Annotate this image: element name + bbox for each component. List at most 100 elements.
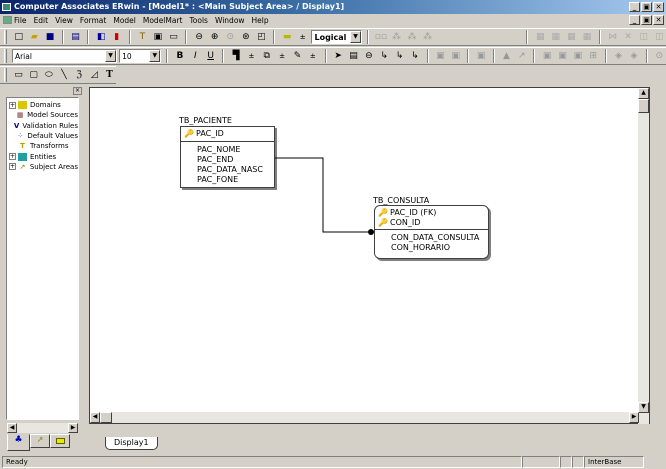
display-level-icon[interactable]: ▬ — [282, 32, 292, 42]
mm-icon[interactable]: ◈ — [615, 51, 623, 61]
polyline-tool-icon[interactable]: ℨ — [76, 70, 82, 80]
new-icon[interactable]: □ — [14, 32, 24, 42]
minimize-button[interactable]: _ — [629, 2, 640, 12]
tree-item-domains[interactable]: +Domains — [9, 101, 61, 110]
identifying-relationship-icon[interactable]: ↳ — [380, 51, 389, 61]
color-icon[interactable]: ▮ — [114, 32, 120, 42]
mm-save-icon[interactable]: ▦ — [551, 32, 561, 42]
font-color-icon[interactable]: ▜ — [232, 51, 240, 61]
scroll-down-button[interactable]: ▼ — [638, 402, 649, 413]
close-button[interactable]: ✕ — [653, 2, 664, 12]
scroll-left-button[interactable]: ◀ — [7, 423, 17, 433]
toolbar-grip[interactable] — [4, 30, 7, 44]
mm-tool-icon[interactable]: ✕ — [624, 32, 632, 42]
definition-display-icon[interactable]: ▭ — [169, 32, 178, 42]
canvas-horizontal-scrollbar[interactable]: ◀ ▶ — [90, 412, 639, 423]
scroll-right-button[interactable]: ▶ — [629, 412, 639, 423]
dropdown-arrow-icon[interactable]: ± — [279, 52, 286, 60]
select-pointer-icon[interactable]: ➤ — [334, 51, 342, 61]
mm-icon[interactable]: ▣ — [436, 51, 445, 61]
underline-button[interactable]: U — [207, 51, 214, 61]
menu-model[interactable]: Model — [113, 16, 136, 25]
tree-item-entities[interactable]: +Entities — [9, 152, 57, 161]
mm-icon[interactable]: ▣ — [451, 51, 460, 61]
zoom-normal-icon[interactable]: ⊙ — [226, 32, 235, 42]
mm-icon[interactable]: ▣ — [542, 51, 552, 61]
dropdown-arrow-icon[interactable]: ± — [309, 52, 316, 60]
key-attribute[interactable]: 🔑CON_ID — [378, 218, 421, 227]
toolbar-grip[interactable] — [4, 68, 7, 82]
dropdown-arrow-icon[interactable]: ± — [299, 33, 306, 41]
attribute[interactable]: PAC_NOME — [197, 145, 241, 154]
menu-format[interactable]: Format — [79, 16, 107, 25]
zoom-fit-icon[interactable]: ⊛ — [242, 32, 250, 42]
canvas-vertical-scrollbar[interactable]: ▲ ▼ — [638, 88, 649, 424]
menu-file[interactable]: File — [14, 16, 27, 25]
tree-item-default-values[interactable]: ⁘Default Values — [17, 132, 78, 141]
menu-help[interactable]: Help — [251, 16, 269, 25]
mm-check-icon[interactable]: ▦ — [567, 32, 576, 42]
attribute[interactable]: CON_DATA_CONSULTA — [391, 233, 480, 242]
bold-button[interactable]: B — [176, 51, 184, 61]
print-icon[interactable]: ▤ — [71, 32, 80, 42]
non-identifying-relationship-icon[interactable]: ↳ — [411, 51, 419, 61]
line-color-icon[interactable]: ✎ — [293, 51, 302, 61]
scroll-left-button[interactable]: ◀ — [90, 412, 100, 423]
mm-icon[interactable]: ◈ — [630, 51, 638, 61]
attribute[interactable]: PAC_END — [197, 155, 234, 164]
line-tool-icon[interactable]: ╲ — [61, 70, 67, 80]
key-attribute[interactable]: 🔑PAC_ID — [184, 129, 224, 138]
mm-tool-icon[interactable]: ⋈ — [608, 32, 618, 42]
tree-horizontal-scrollbar[interactable]: ◀ ▶ — [7, 423, 78, 433]
entity-tb-paciente[interactable]: 🔑PAC_ID PAC_NOME PAC_END PAC_DATA_NASC P… — [180, 126, 275, 188]
report-icon[interactable]: ◧ — [96, 32, 106, 42]
scroll-right-button[interactable]: ▶ — [68, 423, 78, 433]
mm-merge-icon[interactable]: ▦ — [582, 32, 592, 42]
relationship-line[interactable] — [90, 88, 651, 425]
diagram-canvas[interactable]: TB_PACIENTE 🔑PAC_ID PAC_NOME PAC_END PAC… — [89, 87, 650, 424]
tab-model-icon[interactable]: ♣ — [7, 434, 30, 451]
expand-icon[interactable]: + — [9, 153, 16, 161]
expand-icon[interactable]: + — [9, 163, 16, 171]
polygon-tool-icon[interactable]: ◿ — [90, 70, 98, 80]
model-compare-icon[interactable]: ⁂ — [407, 32, 417, 42]
model-merge-icon[interactable]: ⁂ — [391, 32, 401, 42]
mm-icon[interactable]: ▲ — [502, 51, 510, 61]
entity-tool-icon[interactable]: ▤ — [349, 51, 358, 61]
save-icon[interactable]: ■ — [45, 32, 55, 42]
doc-minimize-button[interactable]: _ — [629, 15, 640, 25]
scroll-thumb[interactable] — [638, 99, 649, 113]
attribute[interactable]: PAC_DATA_NASC — [197, 165, 263, 174]
menu-edit[interactable]: Edit — [33, 16, 49, 25]
relationship-icon[interactable]: ▫▫ — [374, 32, 387, 42]
menu-modelmart[interactable]: ModelMart — [142, 16, 183, 25]
dropdown-arrow-icon[interactable]: ± — [248, 52, 255, 60]
zoom-in-icon[interactable]: ⊕ — [210, 32, 219, 42]
chevron-down-icon[interactable]: ▼ — [149, 50, 161, 62]
panel-close-button[interactable]: × — [73, 87, 82, 95]
mm-icon[interactable]: ⊞ — [589, 51, 597, 61]
entity-tb-consulta[interactable]: 🔑PAC_ID (FK) 🔑CON_ID CON_DATA_CONSULTA C… — [374, 205, 489, 259]
mm-open-icon[interactable]: ▦ — [535, 32, 545, 42]
font-size-select[interactable]: 10▼ — [119, 49, 162, 63]
document-icon[interactable] — [3, 16, 12, 24]
tree-item-subject-areas[interactable]: +↗Subject Areas — [9, 162, 78, 171]
chevron-down-icon[interactable]: ▼ — [350, 31, 362, 43]
model-sync-icon[interactable]: ⁂ — [423, 32, 433, 42]
menu-tools[interactable]: Tools — [189, 16, 208, 25]
menu-view[interactable]: View — [55, 16, 73, 25]
restore-button[interactable]: ▣ — [641, 2, 652, 12]
mm-icon[interactable]: ⊙ — [655, 51, 664, 61]
entity-display-icon[interactable]: T — [139, 32, 146, 42]
italic-button[interactable]: I — [193, 51, 197, 61]
doc-close-button[interactable]: ✕ — [653, 15, 664, 25]
tab-subject-area-icon[interactable]: ↗ — [30, 434, 50, 448]
scroll-thumb[interactable] — [100, 412, 112, 423]
mm-icon[interactable]: ▣ — [573, 51, 583, 61]
lock-icon[interactable]: ▣ — [476, 51, 486, 61]
text-tool-icon[interactable]: T — [106, 70, 113, 80]
ellipse-tool-icon[interactable]: ⬭ — [44, 70, 53, 80]
chevron-down-icon[interactable]: ▼ — [105, 50, 117, 62]
